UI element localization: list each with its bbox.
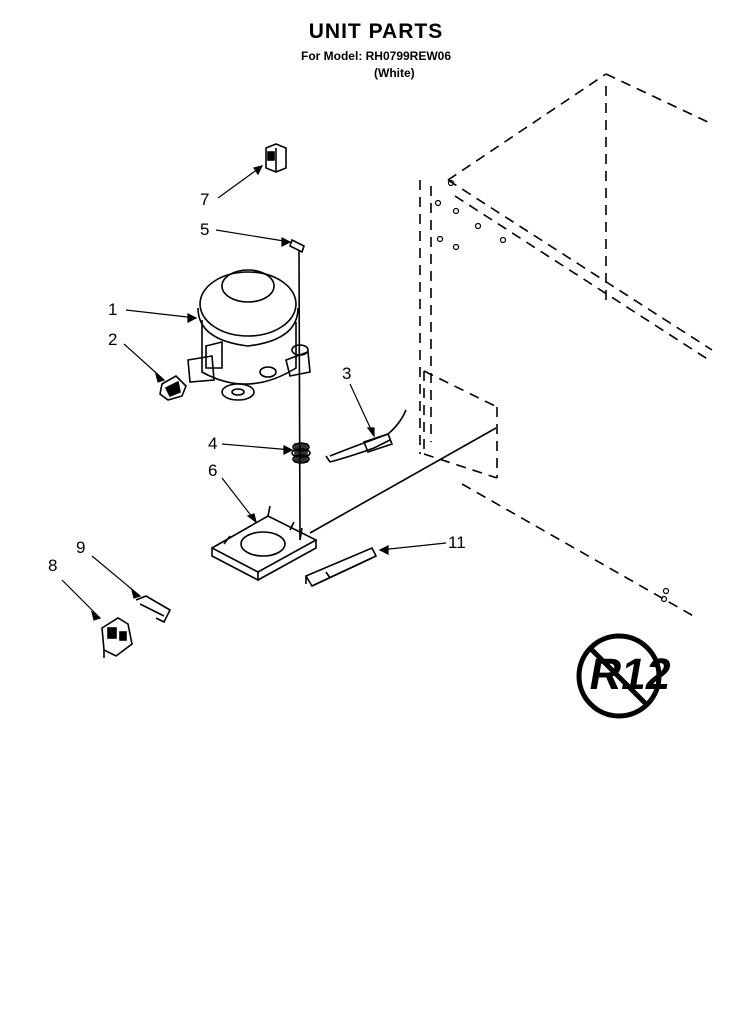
part-6-base-plate xyxy=(210,505,318,582)
callout-4: 4 xyxy=(208,434,218,453)
callout-8: 8 xyxy=(48,556,58,575)
part-1-compressor xyxy=(187,269,311,401)
callout-6: 6 xyxy=(208,461,218,480)
part-2-grommet xyxy=(159,375,187,401)
color-line: (White) xyxy=(374,66,415,80)
callout-1: 1 xyxy=(108,300,118,319)
part-11-bracket xyxy=(304,546,378,588)
refrigerant-badge xyxy=(576,633,662,719)
callout-5: 5 xyxy=(200,220,210,239)
callout-2: 2 xyxy=(108,330,118,349)
part-4-grommet xyxy=(291,442,311,464)
part-8-relay xyxy=(101,617,133,658)
part-3-drier xyxy=(325,409,407,463)
callout-3: 3 xyxy=(342,364,352,383)
callout-7: 7 xyxy=(200,190,210,209)
model-line: For Model: RH0799REW06 xyxy=(300,49,452,63)
badge-text: R12 xyxy=(585,650,676,699)
cabinet-outline xyxy=(419,73,713,619)
callout-9: 9 xyxy=(76,538,86,557)
leader-lines xyxy=(61,165,447,621)
part-7-relay-cover xyxy=(265,143,287,173)
part-5-clip xyxy=(289,238,305,541)
callout-11: 11 xyxy=(448,533,466,552)
base-rail-line xyxy=(309,427,497,534)
diagram-title: UNIT PARTS xyxy=(308,20,444,43)
part-9-clip xyxy=(135,595,172,624)
cabinet-holes xyxy=(434,179,670,603)
